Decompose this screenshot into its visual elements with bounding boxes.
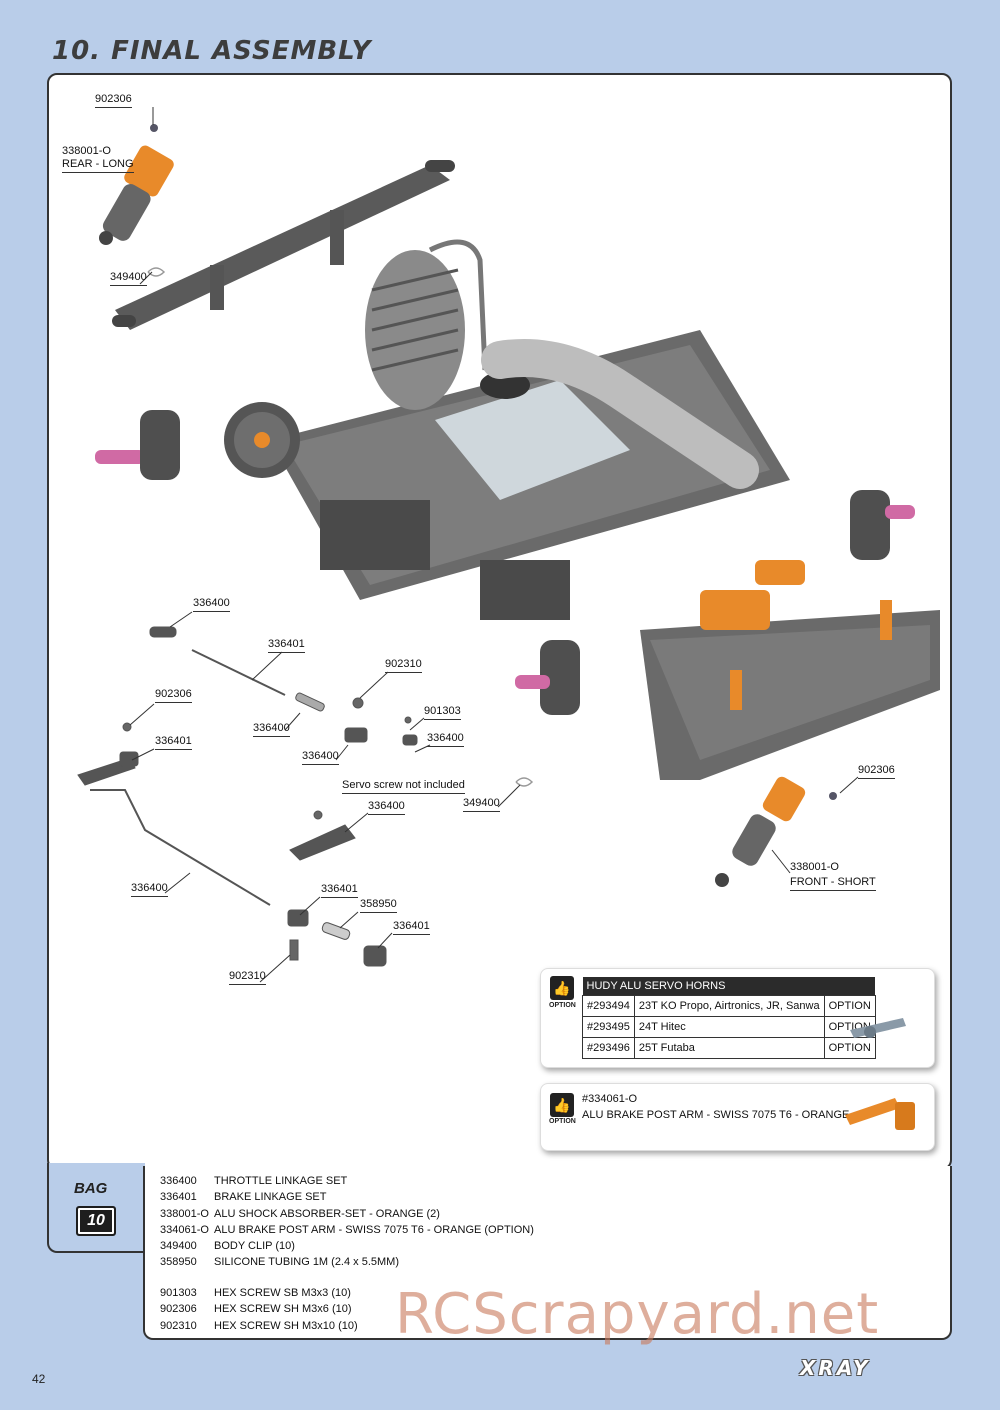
rear-wing-mount bbox=[115, 165, 450, 330]
rear-shock-illustration bbox=[99, 124, 174, 245]
body-clip-front bbox=[515, 777, 534, 787]
callout-336400-e: 336400 bbox=[368, 800, 405, 815]
callout-902306-b: 902306 bbox=[155, 688, 192, 703]
watermark: RCScrapyard.net bbox=[395, 1282, 880, 1347]
callout-336400-c: 336400 bbox=[253, 722, 290, 737]
callout-902306-front: 902306 bbox=[858, 764, 895, 779]
body-clip-rear bbox=[147, 267, 166, 277]
table-row: #293495 24T Hitec OPTION bbox=[582, 1016, 876, 1038]
engine-illustration bbox=[365, 239, 488, 410]
table-row: #293496 25T Futaba OPTION bbox=[582, 1037, 876, 1059]
callout-349400-rear: 349400 bbox=[110, 271, 147, 286]
callout-336401-d: 336401 bbox=[393, 920, 430, 935]
spur-gear bbox=[224, 402, 300, 478]
front-shock-illustration bbox=[715, 776, 837, 887]
assembly-diagram bbox=[77, 107, 940, 983]
callout-rear-shock-desc: REAR - LONG bbox=[62, 158, 134, 173]
servo-horn-table: HUDY ALU SERVO HORNS #293494 23T KO Prop… bbox=[582, 977, 876, 1059]
callout-336400-b: 336400 bbox=[427, 732, 464, 747]
brake-linkage-parts bbox=[77, 722, 387, 967]
exhaust-pipe bbox=[481, 339, 759, 489]
parts-list-box bbox=[143, 1166, 952, 1340]
callout-336401-b: 336401 bbox=[155, 735, 192, 750]
thumbs-up-icon: 👍 bbox=[550, 1093, 574, 1117]
brand-logo: XRAY bbox=[800, 1356, 871, 1380]
option2-desc: ALU BRAKE POST ARM - SWISS 7075 T6 - ORA… bbox=[582, 1109, 850, 1121]
callout-902306-rear: 902306 bbox=[95, 93, 132, 108]
throttle-linkage-parts bbox=[149, 626, 418, 746]
bag-label: BAG bbox=[74, 1180, 108, 1197]
callout-front-shock-desc: FRONT - SHORT bbox=[790, 876, 876, 891]
table-row: #293494 23T KO Propo, Airtronics, JR, Sa… bbox=[582, 995, 876, 1017]
page-number: 42 bbox=[32, 1372, 46, 1386]
option-badge: OPTION bbox=[549, 1002, 576, 1009]
callout-336401-c: 336401 bbox=[321, 883, 358, 898]
callout-336401-a: 336401 bbox=[268, 638, 305, 653]
servo-horn-image bbox=[850, 1018, 906, 1038]
option2-code: #334061-O bbox=[582, 1093, 638, 1105]
option-badge: OPTION bbox=[549, 1118, 576, 1125]
callout-336400-f: 336400 bbox=[131, 882, 168, 897]
callout-901303: 901303 bbox=[424, 705, 461, 720]
page-title: 10. FINAL ASSEMBLY bbox=[52, 36, 372, 66]
callout-902310-a: 902310 bbox=[385, 658, 422, 673]
brake-post-arm-image bbox=[845, 1098, 915, 1130]
callout-rear-shock-code: 338001-O bbox=[62, 145, 111, 157]
bag-number: 10 bbox=[76, 1206, 116, 1236]
thumbs-up-icon: 👍 bbox=[550, 976, 574, 1000]
fuel-tank bbox=[435, 380, 630, 500]
callout-servo-note: Servo screw not included bbox=[342, 779, 465, 794]
callout-336400-d: 336400 bbox=[302, 750, 339, 765]
callout-902310-b: 902310 bbox=[229, 970, 266, 985]
callout-336400-a: 336400 bbox=[193, 597, 230, 612]
receiver-box bbox=[320, 500, 430, 570]
callout-349400-front: 349400 bbox=[463, 797, 500, 812]
callout-front-shock-code: 338001-O bbox=[790, 861, 839, 873]
callout-358950: 358950 bbox=[360, 898, 397, 913]
servo-horn-table-header: HUDY ALU SERVO HORNS bbox=[582, 977, 876, 996]
